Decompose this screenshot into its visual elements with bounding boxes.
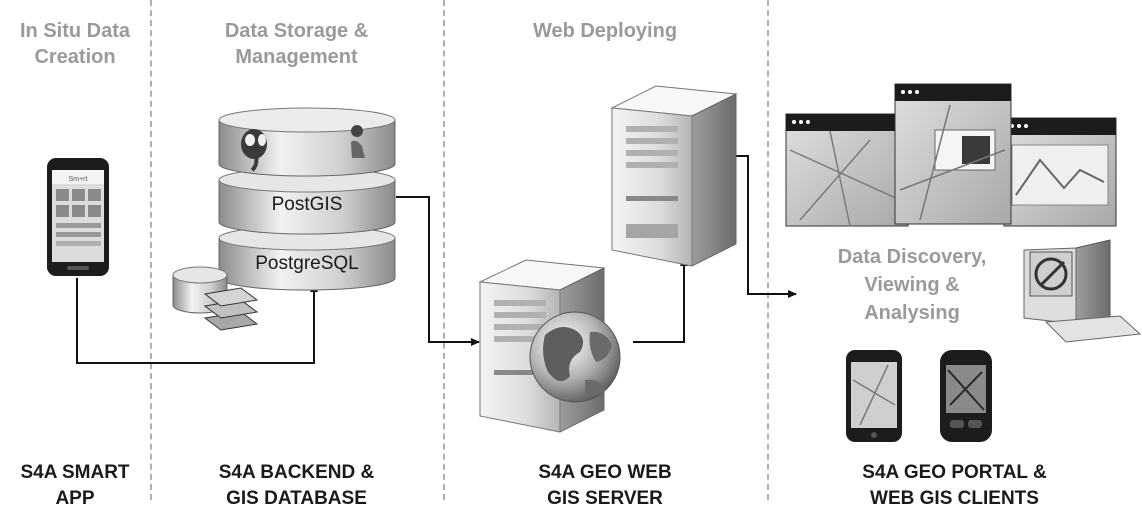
portal-caption-line: Data Discovery,	[837, 246, 987, 268]
column-footer-line: S4A GEO PORTAL &	[862, 462, 1047, 483]
column-footer-line: GIS SERVER	[547, 488, 663, 509]
column-title-web: Web Deploying	[443, 18, 767, 44]
column-title-line: In Situ Data	[19, 20, 130, 42]
web-server-icon	[610, 85, 738, 267]
desktop-computer-icon	[1023, 239, 1142, 343]
column-footer-db: S4A BACKEND & GIS DATABASE	[150, 460, 443, 512]
globe-icon	[529, 311, 621, 403]
column-title-app: In Situ Data Creation	[0, 18, 150, 70]
svg-text:Sm+rt: Sm+rt	[69, 176, 88, 183]
column-divider	[150, 0, 152, 500]
column-divider	[767, 0, 769, 500]
portal-caption-line: Analysing	[864, 302, 960, 324]
column-footer-web: S4A GEO WEB GIS SERVER	[443, 460, 767, 512]
column-title-db: Data Storage & Management	[150, 18, 443, 70]
column-footer-line: GIS DATABASE	[226, 488, 367, 509]
column-footer-line: S4A GEO WEB	[538, 462, 672, 483]
column-footer-line: APP	[55, 488, 95, 509]
smartphone-icon: Sm+rt	[47, 158, 109, 276]
column-footer-line: S4A SMART	[20, 462, 130, 483]
spatial-data-layers-icon	[172, 266, 259, 331]
portal-caption: Data Discovery, Viewing & Analysing	[818, 243, 1006, 327]
database-stack-icon	[218, 107, 396, 291]
column-title-line: Creation	[34, 46, 116, 68]
connector-server-to-server	[633, 257, 688, 343]
connector-server-to-portal	[734, 155, 797, 298]
column-footer-app: S4A SMART APP	[0, 460, 150, 512]
column-divider	[443, 0, 445, 500]
column-footer-portal: S4A GEO PORTAL & WEB GIS CLIENTS	[767, 460, 1142, 512]
column-footer-line: S4A BACKEND &	[218, 462, 375, 483]
portal-caption-line: Viewing &	[864, 274, 960, 296]
column-title-line: Web Deploying	[532, 20, 678, 42]
connector-lines	[76, 155, 797, 364]
connector-db-to-server	[396, 196, 480, 346]
db-layer-label-postgresql: PostgreSQL	[255, 253, 359, 274]
web-map-windows-icon	[785, 83, 1117, 227]
geoserver-mascot-icon	[351, 125, 365, 158]
db-layer-label-postgis: PostGIS	[272, 194, 343, 215]
connector-app-to-db	[76, 278, 318, 364]
gps-device-icon	[940, 350, 992, 442]
column-footer-line: WEB GIS CLIENTS	[870, 488, 1039, 509]
postgres-elephant-icon	[241, 129, 267, 172]
column-title-line: Management	[235, 46, 358, 68]
column-title-line: Data Storage &	[224, 20, 369, 42]
mobile-phone-icon	[846, 350, 902, 442]
